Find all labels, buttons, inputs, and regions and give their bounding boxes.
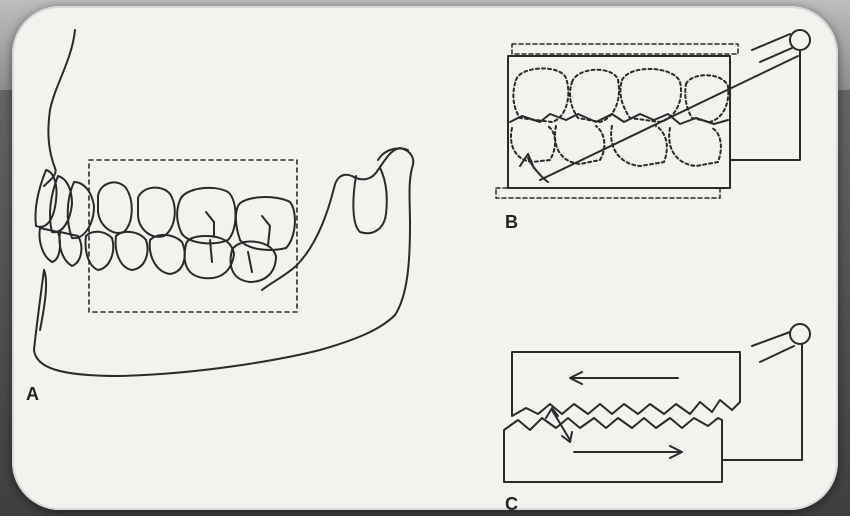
upper-premolar-1 (98, 182, 132, 232)
lower-premolar-1 (116, 232, 148, 270)
panel-c-cable-lower (760, 346, 794, 362)
panel-b-cable-lower (760, 48, 792, 62)
panel-b-top-dashed-bar (512, 44, 738, 54)
panel-b-cable-upper (752, 34, 790, 50)
lower-premolar-2 (150, 235, 185, 274)
panel-b-upper-tooth-4 (685, 75, 728, 122)
face-profile-line (44, 30, 75, 186)
panel-c-upper-block (512, 352, 740, 416)
panel-c-pulley (790, 324, 810, 344)
panel-c-contact-arrow (552, 410, 570, 440)
panel-c-lower-block (504, 418, 722, 482)
panel-b-pulley (790, 30, 810, 50)
panel-a-drawing (34, 30, 413, 376)
panel-b-cable-right (730, 50, 800, 160)
panel-c-drawing (504, 324, 810, 482)
panel-b-lower-tooth-2 (555, 126, 604, 164)
panel-b-drawing (496, 30, 810, 198)
upper-incisor-1 (35, 170, 56, 227)
lower-molar-2-groove (248, 252, 252, 272)
panel-b-bottom-dashed-bar (496, 188, 720, 198)
dental-occlusion-figure (12, 6, 838, 510)
panel-a-label: A (26, 384, 39, 405)
panel-b-label: B (505, 212, 518, 233)
upper-premolar-2 (138, 188, 175, 237)
figure-panel: A B C (12, 6, 838, 510)
panel-b-upper-tooth-1 (513, 68, 568, 122)
lower-incisor-2 (60, 232, 82, 266)
panel-b-occlusal-line (510, 114, 728, 124)
upper-molar-1-groove (206, 212, 214, 236)
mandible-outline (34, 148, 413, 376)
lower-incisor-1 (40, 228, 61, 262)
panel-b-lower-tooth-4 (669, 128, 721, 166)
panel-c-label: C (505, 494, 518, 510)
upper-molar-2-groove (262, 216, 270, 246)
panel-c-cable-upper (752, 332, 790, 346)
panel-b-upper-tooth-3 (620, 69, 681, 122)
panel-b-lower-tooth-1 (511, 126, 555, 162)
